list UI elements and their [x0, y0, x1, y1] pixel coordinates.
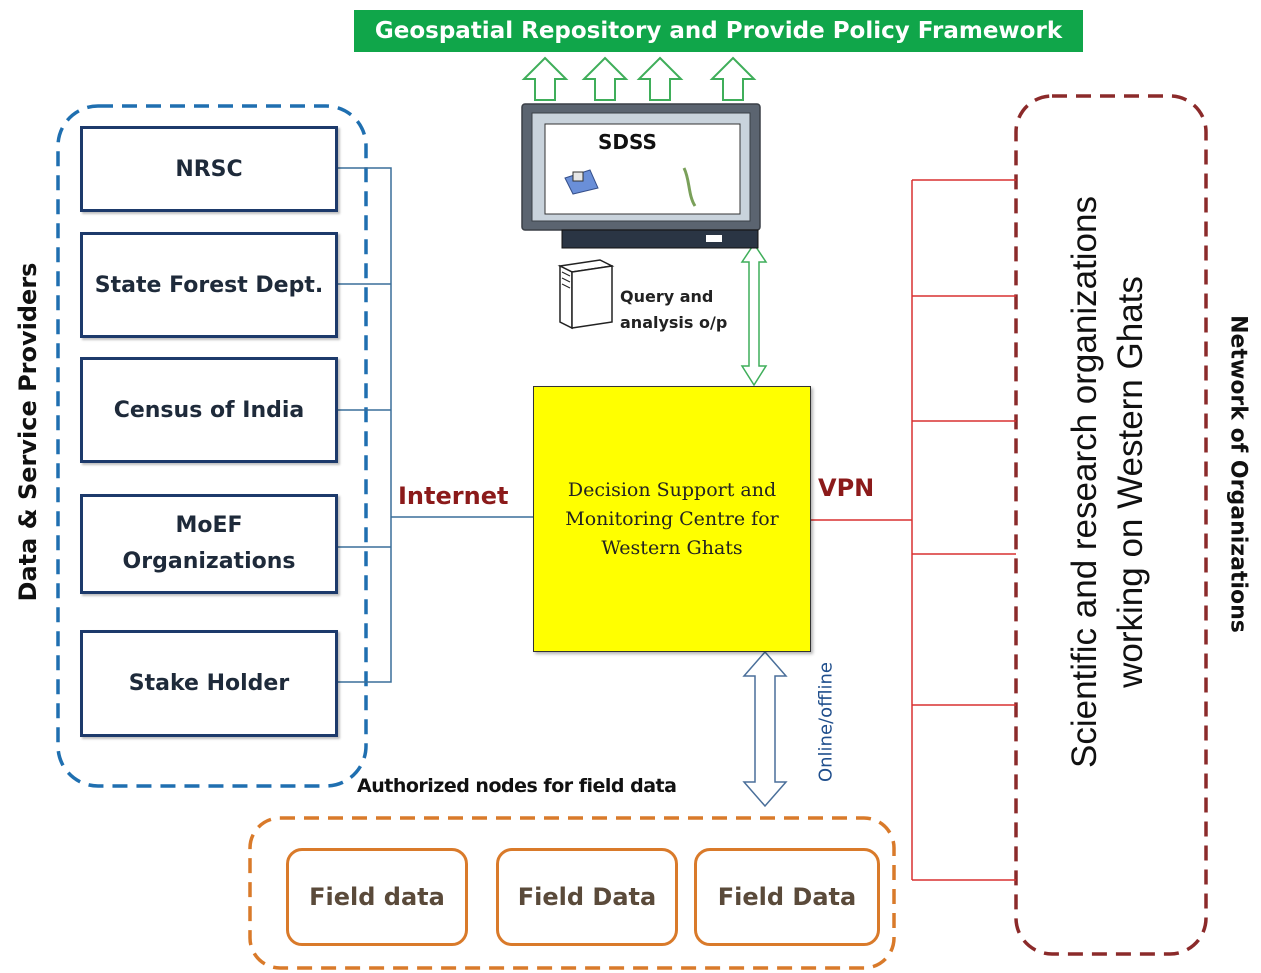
provider-box-nrsc: NRSC	[80, 126, 338, 212]
field-data-box-2: Field Data	[496, 848, 678, 946]
vpn-label: VPN	[818, 474, 875, 502]
provider-box-census: Census of India	[80, 357, 338, 463]
vpn-connectors	[809, 179, 1016, 881]
field-group-label: Authorized nodes for field data	[357, 775, 677, 797]
network-group-label: Network of Organizations	[1225, 315, 1251, 633]
online-offline-label: Online/offline	[815, 661, 837, 783]
provider-box-moef: MoEF Organizations	[80, 494, 338, 594]
network-group-outline	[1014, 94, 1208, 956]
internet-label: Internet	[398, 482, 509, 510]
field-data-box-3: Field Data	[694, 848, 880, 946]
decision-support-centre-label: Decision Support and Monitoring Centre f…	[565, 478, 779, 559]
sdss-link-arrow	[740, 242, 768, 387]
field-link-arrow	[742, 650, 788, 808]
field-data-box-1: Field data	[286, 848, 468, 946]
provider-box-state-forest: State Forest Dept.	[80, 232, 338, 338]
field-group-outline	[248, 816, 896, 970]
internet-connectors	[334, 167, 533, 683]
decision-support-centre-box: Decision Support and Monitoring Centre f…	[533, 386, 811, 652]
server-illustration	[557, 259, 615, 330]
network-description-line2: working on Western Ghats	[1111, 276, 1150, 688]
network-description-line1: Scientific and research organizations	[1065, 196, 1104, 768]
providers-group-outline	[56, 104, 368, 788]
sdss-label: SDSS	[598, 130, 657, 154]
monitor-illustration	[521, 103, 761, 249]
provider-box-stakeholder: Stake Holder	[80, 630, 338, 737]
policy-framework-banner: Geospatial Repository and Provide Policy…	[354, 10, 1083, 52]
query-analysis-label: Query and analysis o/p	[620, 287, 728, 332]
providers-group-label: Data & Service Providers	[14, 262, 42, 602]
upload-arrows	[521, 56, 757, 101]
